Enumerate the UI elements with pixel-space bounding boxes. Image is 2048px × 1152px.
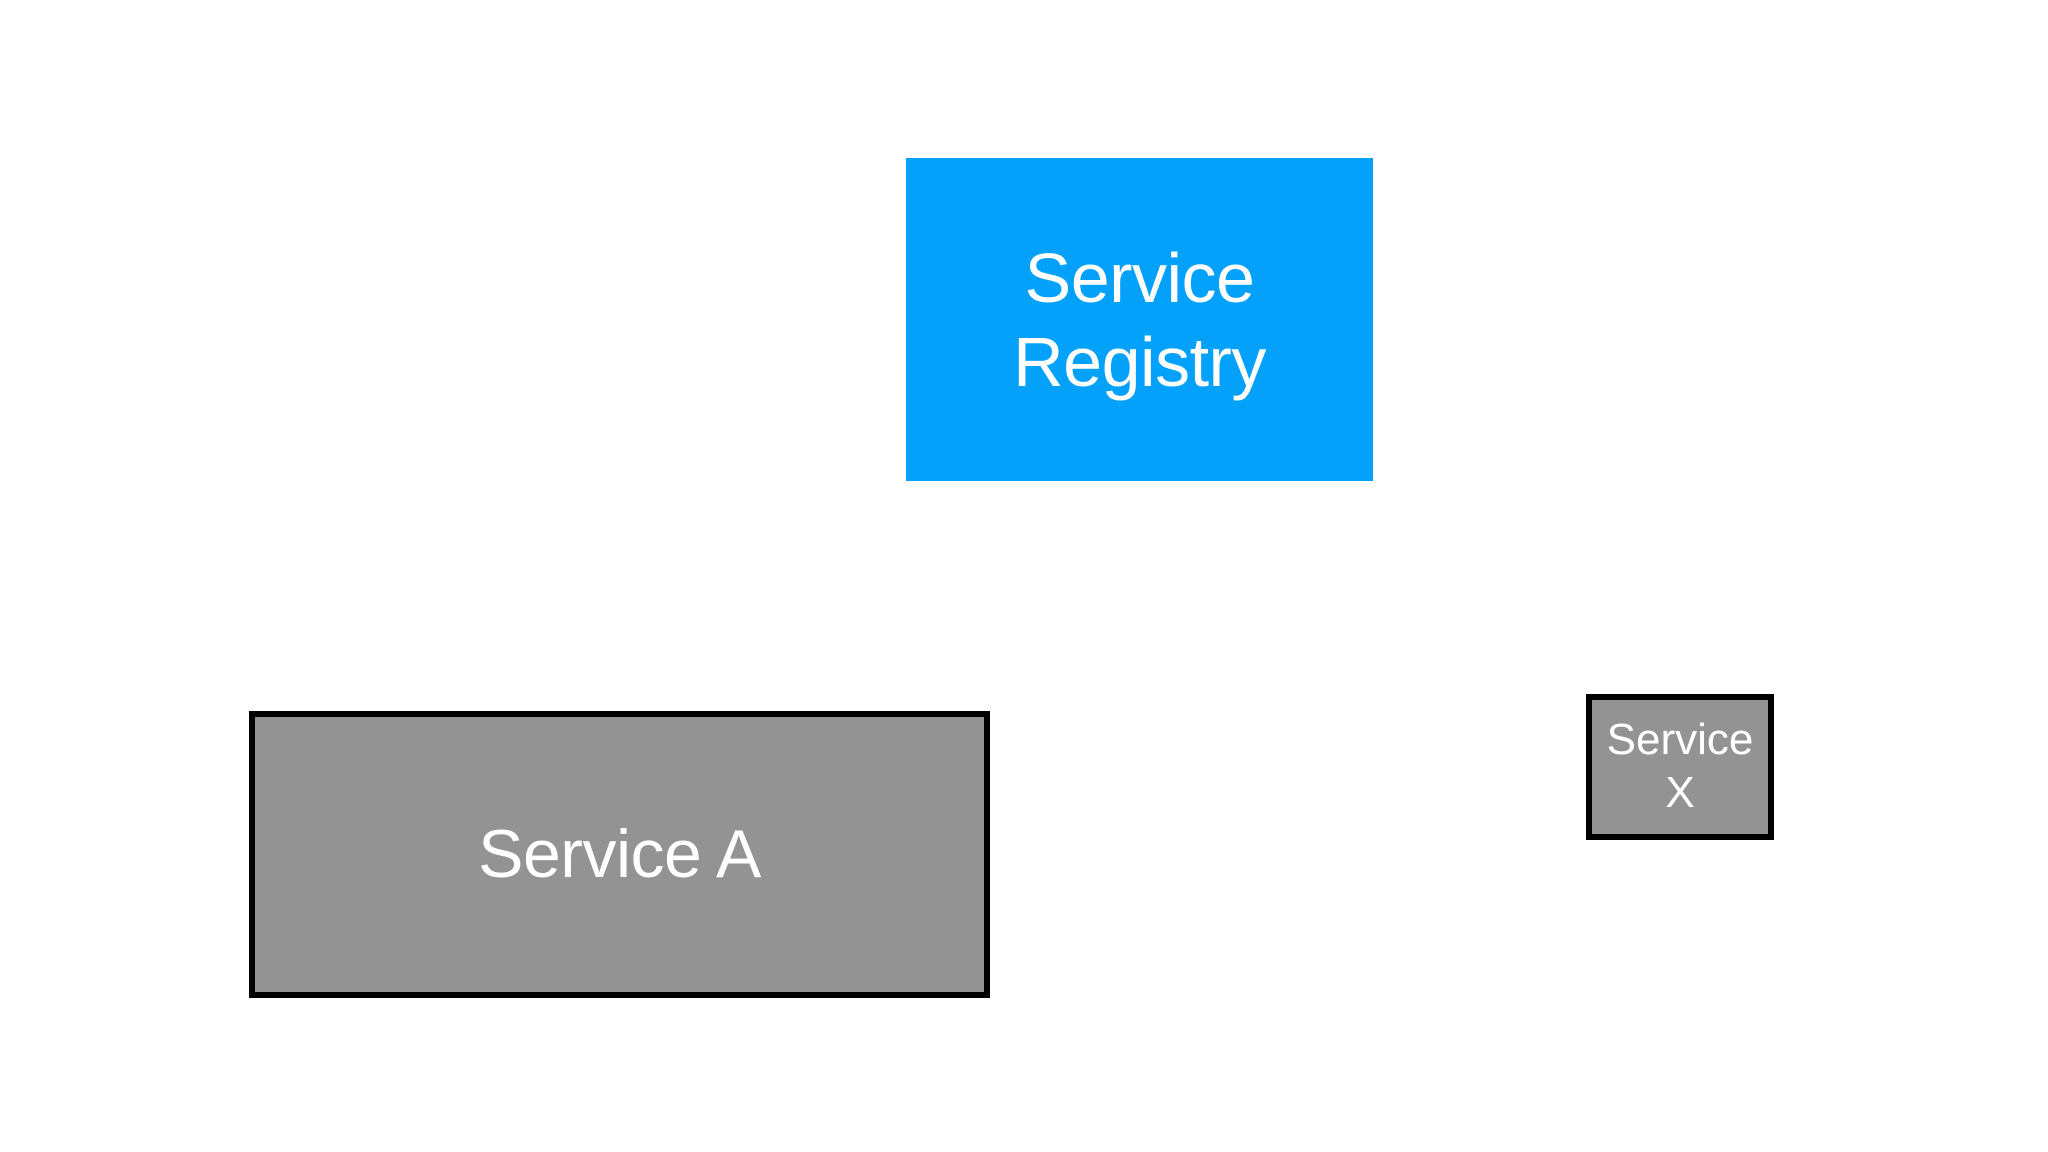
service-registry-label: Service Registry	[1013, 238, 1266, 401]
service-a-label: Service A	[478, 815, 761, 892]
service-a-node: Service A	[249, 711, 990, 998]
service-registry-node: Service Registry	[906, 158, 1373, 481]
service-x-node: Service X	[1586, 694, 1774, 840]
service-x-label: Service X	[1606, 715, 1754, 817]
